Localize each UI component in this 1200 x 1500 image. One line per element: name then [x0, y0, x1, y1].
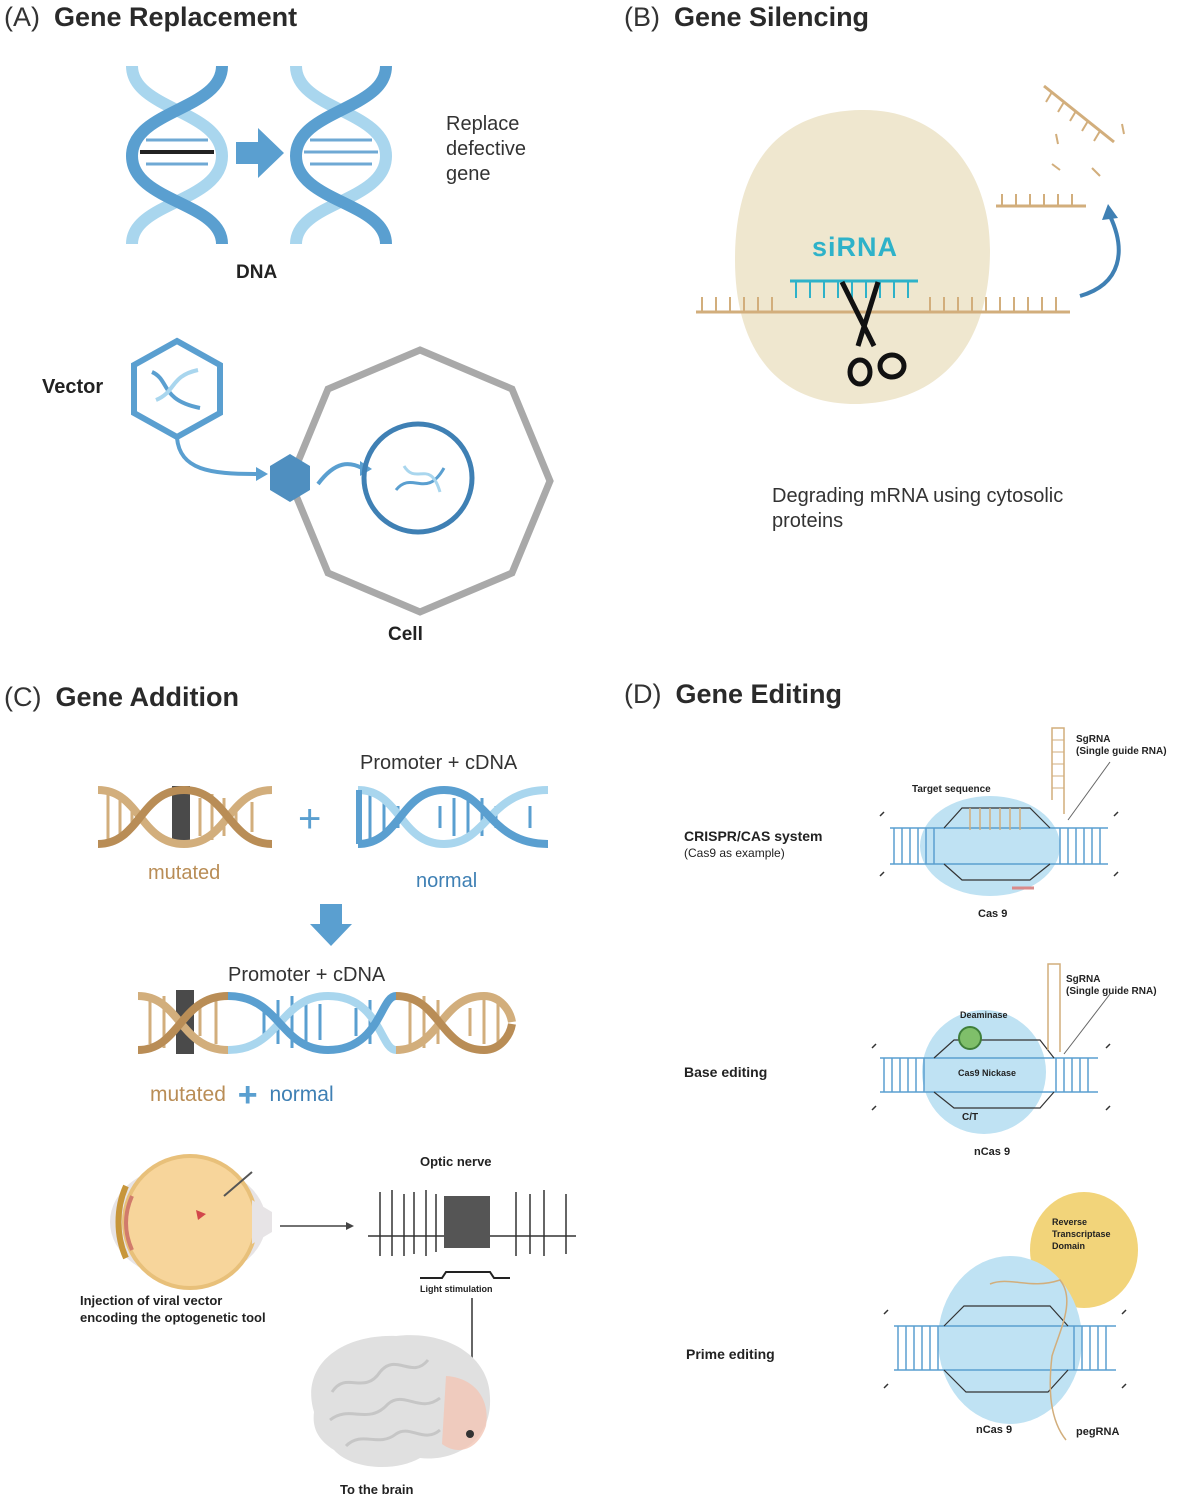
combo-plus: + [237, 1076, 258, 1114]
replace-caption: Replace defective gene [446, 112, 526, 187]
panel-b-name: Gene Silencing [674, 2, 870, 32]
silencing-caption-line-2: proteins [772, 510, 844, 532]
sgrna-label-1: SgRNA (Single guide RNA) [1076, 734, 1167, 758]
nucleus [361, 421, 475, 535]
panel-d-label: (D) [624, 679, 662, 709]
normal-helix [356, 785, 549, 849]
replace-arrow [236, 128, 284, 178]
combo-mutated: mutated [150, 1083, 226, 1106]
prime-editor-complex [883, 1192, 1138, 1441]
scissors-icon [839, 280, 907, 387]
cell-label: Cell [388, 624, 423, 645]
rt-line-3: Domain [1052, 1241, 1086, 1251]
panel-d-title: (D) Gene Editing [624, 679, 842, 710]
combo-normal: normal [269, 1083, 334, 1106]
panel-b-title: (B) Gene Silencing [624, 2, 869, 33]
panel-b-label: (B) [624, 2, 660, 32]
combo-label: mutated + normal [150, 1076, 334, 1115]
panel-b-graphics [696, 84, 1125, 405]
panel-a-graphics [125, 65, 554, 616]
cas9-nickase-label: Cas9 Nickase [958, 1068, 1017, 1078]
dna-helix-corrected [289, 65, 393, 245]
combined-helix [137, 990, 516, 1055]
panel-a-label: (A) [4, 2, 40, 32]
vector-label: Vector [42, 376, 104, 398]
replace-line-1: Replace [446, 113, 520, 135]
panel-a-name: Gene Replacement [54, 2, 298, 32]
promoter-cdna-top: Promoter + cDNA [360, 752, 518, 774]
cytoplasm-blob [735, 109, 990, 405]
replace-line-3: gene [446, 163, 491, 185]
optic-nerve-label: Optic nerve [420, 1154, 492, 1169]
sirna-label: siRNA [812, 232, 899, 262]
cas9-label: Cas 9 [978, 908, 1008, 920]
injection-caption: Injection of viral vector encoding the o… [80, 1292, 266, 1326]
mutated-label: mutated [148, 862, 221, 884]
panel-c-title: (C) Gene Addition [4, 682, 239, 713]
dna-label: DNA [236, 262, 278, 283]
mrna-strand [696, 297, 1070, 314]
sirna-strand [790, 279, 918, 298]
crispr-line-1: CRISPR/CAS system [684, 828, 823, 844]
rt-line-1: Reverse [1052, 1217, 1088, 1227]
panel-a-title: (A) Gene Replacement [4, 2, 297, 33]
crispr-caption: CRISPR/CAS system (Cas9 as example) [684, 828, 823, 862]
dna-helix-defective [125, 65, 229, 245]
to-brain-label: To the brain [340, 1482, 414, 1497]
sgrna-2-line-2: (Single guide RNA) [1066, 986, 1157, 997]
rt-line-2: Transcriptase [1052, 1229, 1111, 1239]
ncas9-label-2: nCas 9 [976, 1424, 1013, 1436]
sgrna-1-line-2: (Single guide RNA) [1076, 746, 1167, 757]
base-editor-complex [871, 963, 1111, 1134]
promoter-cdna-mid: Promoter + cDNA [228, 964, 386, 986]
spike-burst [444, 1196, 490, 1248]
injection-line-2: encoding the optogenetic tool [80, 1310, 266, 1325]
prime-editing-label: Prime editing [686, 1346, 775, 1362]
vector-arrow [175, 437, 257, 476]
pegrna-label: pegRNA [1076, 1426, 1120, 1438]
sgrna-label-2: SgRNA (Single guide RNA) [1066, 974, 1157, 998]
plus-sign-1: + [298, 797, 321, 841]
mrna-fragments [996, 84, 1125, 208]
panel-c-label: (C) [4, 682, 42, 712]
sgrna-2-line-1: SgRNA [1066, 974, 1101, 985]
degrade-arrow [1079, 215, 1121, 298]
mutated-helix [97, 785, 273, 849]
deaminase-label: Deaminase [960, 1010, 1008, 1020]
injection-line-1: Injection of viral vector [80, 1293, 223, 1308]
vector-hexagon [131, 337, 223, 441]
replace-line-2: defective [446, 138, 527, 160]
silencing-caption-line-1: Degrading mRNA using cytosolic [772, 485, 1064, 507]
sgrna-1-line-1: SgRNA [1076, 734, 1111, 745]
crispr-line-2: (Cas9 as example) [684, 846, 785, 860]
target-sequence-label: Target sequence [912, 784, 991, 795]
vector-entry [270, 454, 310, 502]
ct-label: C/T [962, 1112, 979, 1123]
base-editing-label: Base editing [684, 1064, 768, 1080]
rt-domain-label: Reverse Transcriptase Domain [1052, 1216, 1111, 1252]
eye-illustration [110, 1154, 272, 1290]
down-arrow [310, 904, 352, 946]
light-stimulus-trace [420, 1271, 510, 1279]
light-stimulation-label: Light stimulation [420, 1284, 493, 1294]
cell-outline [286, 346, 554, 616]
normal-label: normal [416, 870, 478, 892]
ncas9-label-1: nCas 9 [974, 1146, 1011, 1158]
panel-c-name: Gene Addition [55, 682, 239, 712]
brain-illustration [311, 1335, 491, 1468]
cas9-complex [879, 727, 1119, 896]
spike-train [368, 1190, 576, 1256]
silencing-caption: Degrading mRNA using cytosolic proteins [772, 484, 1063, 534]
panel-d-name: Gene Editing [675, 679, 842, 709]
